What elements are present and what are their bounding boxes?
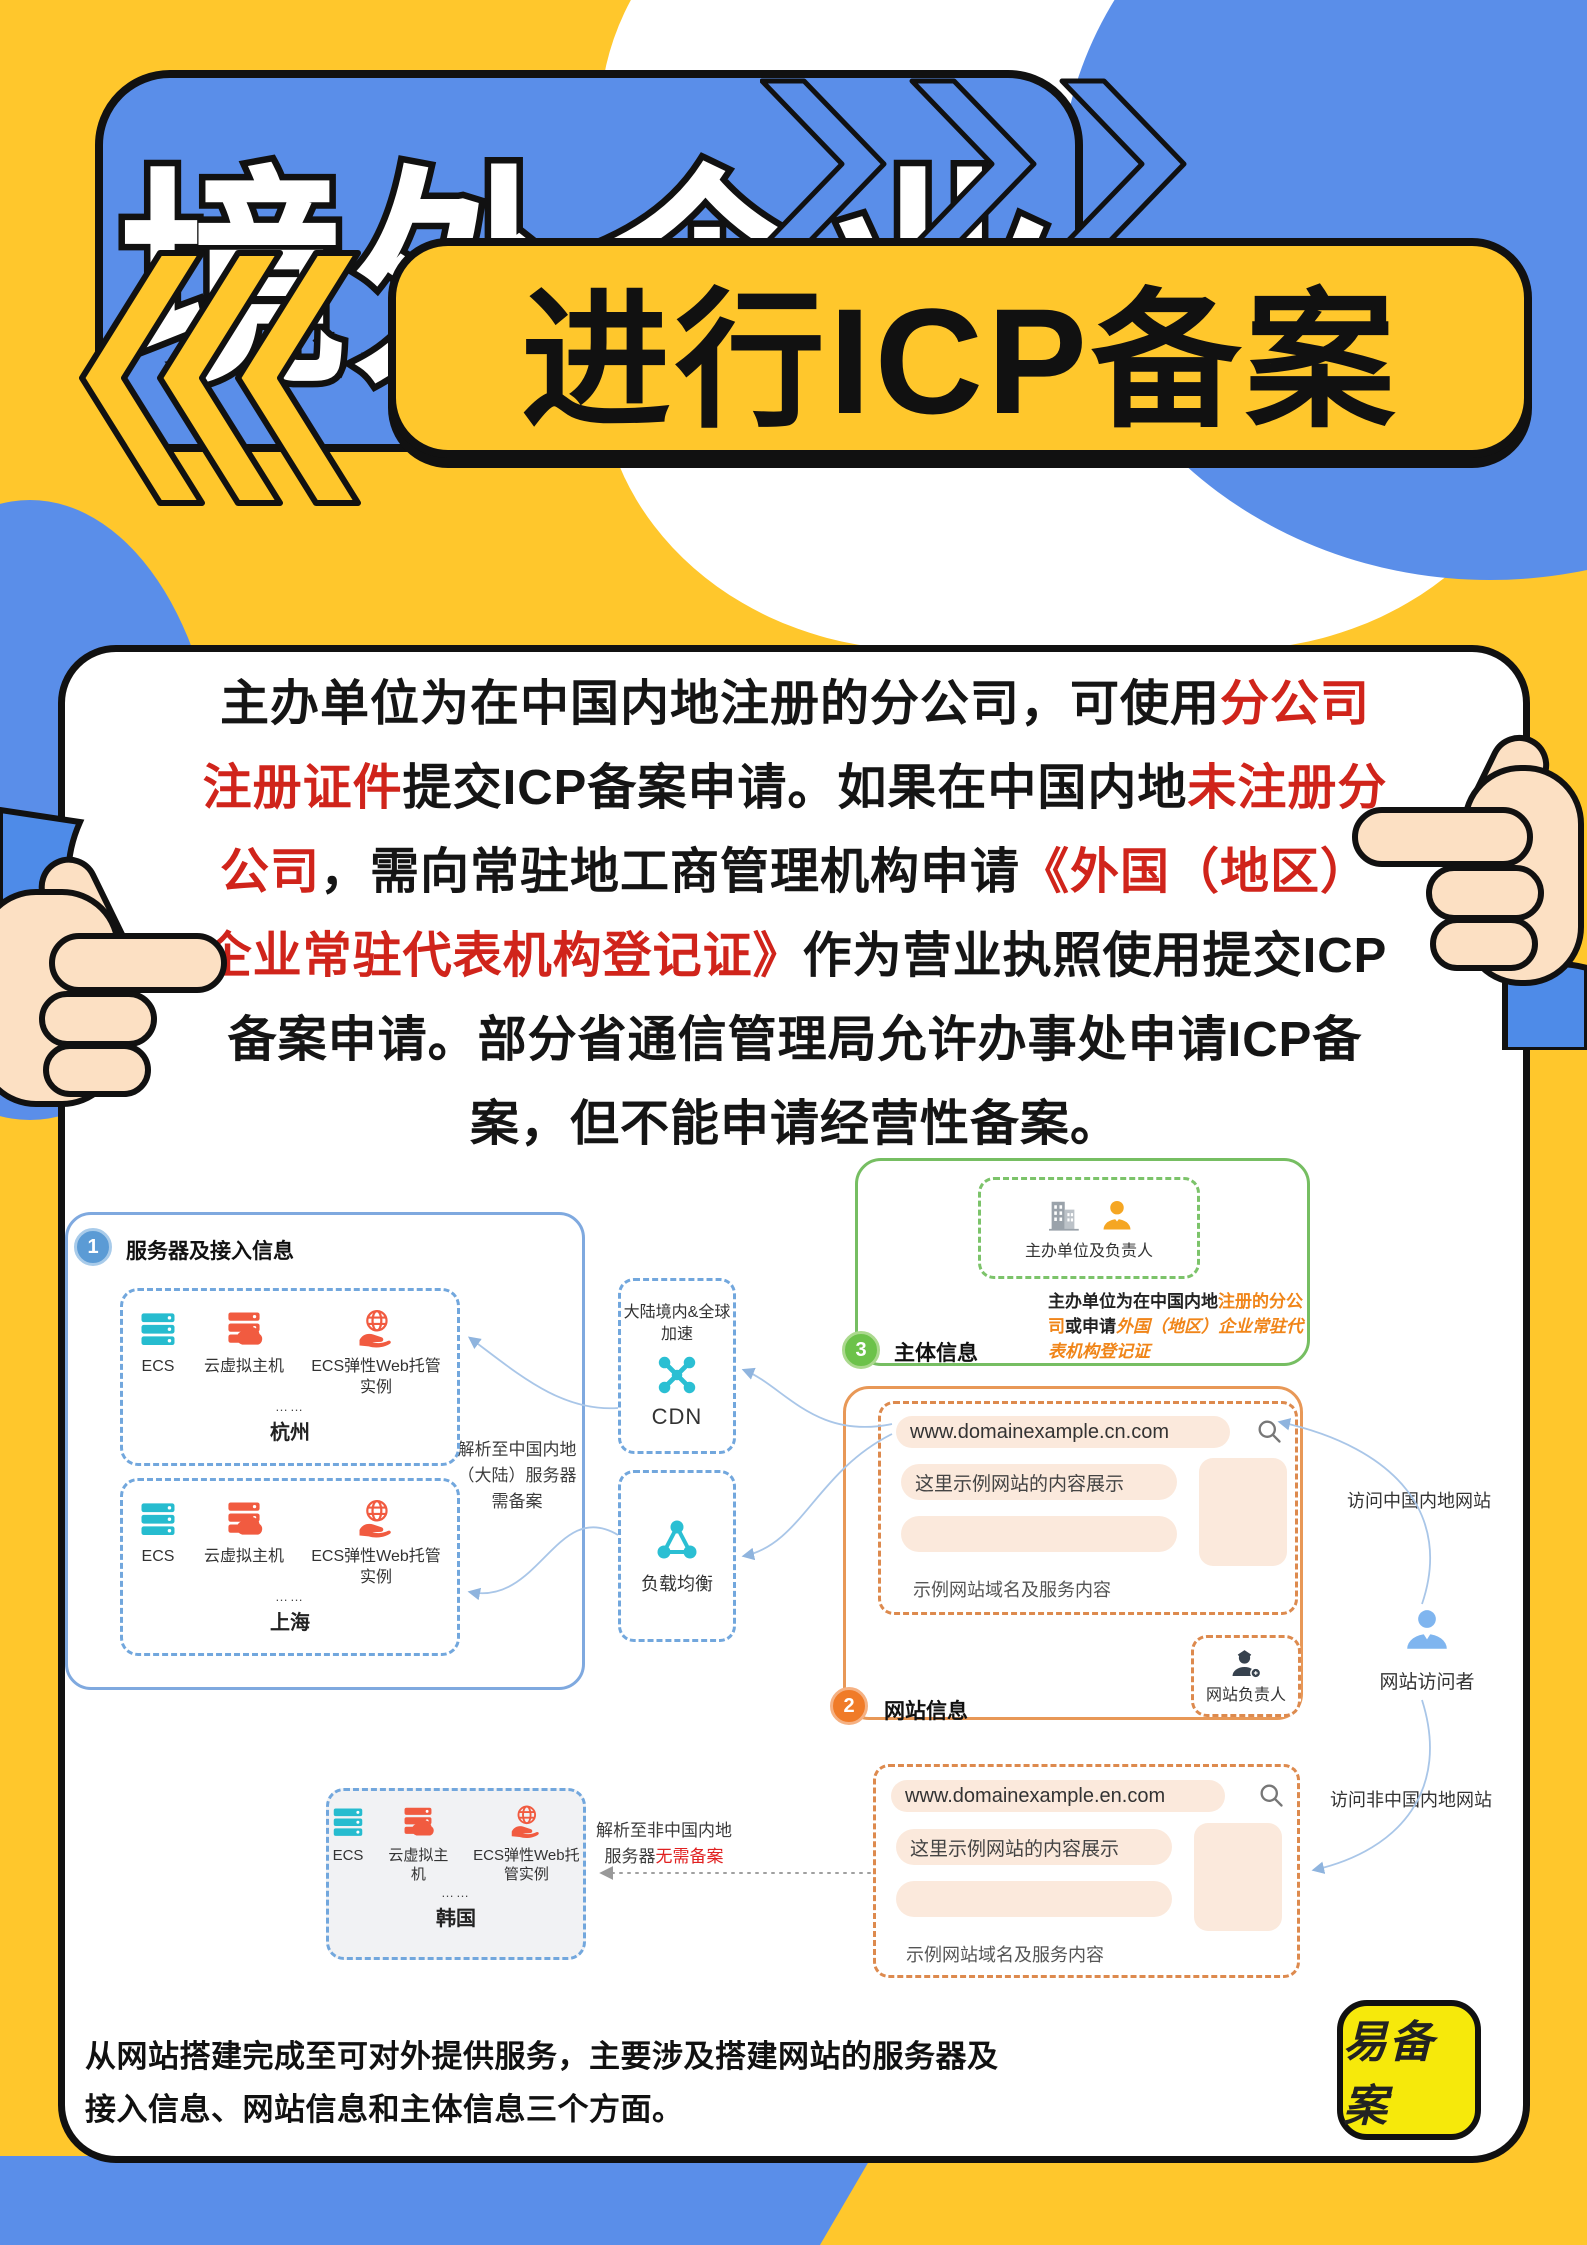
ellipsis: …… (275, 1589, 305, 1604)
section-title-server: 服务器及接入信息 (126, 1240, 294, 1263)
ellipsis: …… (441, 1885, 471, 1900)
subject-note-seg: 主办单位为在中国内地 (1048, 1292, 1218, 1311)
chevrons-right-icon (760, 78, 1187, 250)
server-item-label: ECS (141, 1358, 175, 1375)
section-badge-1: 1 (74, 1228, 112, 1266)
subject-note-highlight: 外国（地区）企业常驻代表机构登记证 (1048, 1317, 1303, 1361)
note-resolve-overseas: 解析至非中国内地服务器无需备案 (594, 1818, 734, 1870)
intro-seg-highlight: 《外国（地区）企业常驻代表机构登记证》 (202, 845, 1371, 983)
person-icon (1098, 1197, 1136, 1235)
subject-note: 主办单位为在中国内地注册的分公司或申请外国（地区）企业常驻代表机构登记证 (1048, 1289, 1308, 1364)
chevrons-left-icon (79, 250, 361, 506)
cdn-icon (654, 1352, 700, 1398)
visit-non-cn-label: 访问非中国内地网站 (1330, 1790, 1492, 1810)
intro-seg-highlight: 分公司注册证件 (202, 677, 1371, 815)
image-placeholder (1199, 1458, 1287, 1566)
intro-seg: ，需向常驻地工商管理机构申请 (319, 845, 1020, 899)
section-badge-2: 2 (830, 1687, 868, 1725)
server-item-label: ECS弹性Web托管实例 (311, 1358, 441, 1396)
url-bar: www.domainexample.cn.com (896, 1416, 1230, 1448)
url-text: www.domainexample.en.com (905, 1784, 1166, 1807)
section-badge-3: 3 (842, 1331, 880, 1369)
section-server-access: 1 服务器及接入信息 解析至中国内地（大陆）服务器需备案 (65, 1212, 585, 1690)
server-item-label: 云虚拟主机 (203, 1358, 284, 1375)
site-owner-box: 网站负责人 (1191, 1635, 1301, 1717)
ecs-icon (136, 1307, 180, 1351)
page-subtitle: 进行ICP备案 (520, 276, 1400, 445)
visitor-block: 网站访问者 (1372, 1606, 1482, 1694)
intro-seg: 主办单位为在中国内地注册的分公司，可使用 (219, 677, 1220, 731)
region-label: 杭州 (270, 1422, 310, 1444)
ellipsis: …… (275, 1399, 305, 1414)
building-icon (1042, 1193, 1084, 1235)
organizer-box: 主办单位及负责人 (978, 1177, 1200, 1279)
web-hosting-icon (354, 1307, 398, 1351)
cloud-host-icon (399, 1803, 437, 1841)
brand-label: 易备案 (1343, 2018, 1435, 2131)
server-group-hangzhou: ECS 云虚拟主机 ECS弹性Web托管实例 …… 杭州 (120, 1288, 460, 1466)
website-mock-cn: www.domainexample.cn.com 这里示例网站的内容展示 示例网… (878, 1401, 1298, 1615)
cdn-caption: 大陆境内&全球加速 (623, 1304, 731, 1343)
image-placeholder (1194, 1823, 1282, 1931)
website-caption: 示例网站域名及服务内容 (913, 1580, 1111, 1600)
content-bar: 这里示例网站的内容展示 (896, 1829, 1172, 1865)
server-item-label: 云虚拟主机 (388, 1847, 449, 1883)
note-resolve-mainland: 解析至中国内地（大陆）服务器需备案 (457, 1440, 577, 1511)
region-label: 韩国 (436, 1908, 476, 1930)
intro-seg-highlight: 未注册分公司 (219, 761, 1388, 899)
intro-paragraph: 主办单位为在中国内地注册的分公司，可使用分公司注册证件提交ICP备案申请。如果在… (195, 662, 1395, 1166)
server-item-label: ECS (332, 1847, 364, 1864)
server-group-shanghai: ECS 云虚拟主机 ECS弹性Web托管实例 …… 上海 (120, 1478, 460, 1656)
intro-seg: 作为营业执照使用提交ICP备案申请。部分省通信管理局允许办事处申请ICP备案，但… (227, 929, 1388, 1151)
ecs-icon (329, 1803, 367, 1841)
site-owner-icon (1228, 1646, 1264, 1682)
content-text: 这里示例网站的内容展示 (910, 1838, 1120, 1860)
blue-strip-bottom (0, 2156, 872, 2245)
visit-cn-label: 访问中国内地网站 (1347, 1491, 1491, 1511)
server-group-korea: ECS 云虚拟主机 ECS弹性Web托管实例 …… 韩国 (326, 1788, 586, 1960)
cdn-box: 大陆境内&全球加速 CDN (618, 1278, 736, 1454)
server-item-label: ECS (141, 1548, 175, 1565)
load-balancer-box: 负载均衡 (618, 1470, 736, 1642)
section-website-info: www.domainexample.cn.com 这里示例网站的内容展示 示例网… (830, 1386, 1303, 1725)
overseas-note-seg: 解析至非中国内地服务器 (596, 1821, 732, 1866)
server-item-label: ECS弹性Web托管实例 (311, 1548, 441, 1586)
web-hosting-icon (354, 1497, 398, 1541)
cdn-label: CDN (651, 1404, 703, 1429)
content-bar-empty (896, 1881, 1172, 1917)
cloud-host-icon (222, 1497, 266, 1541)
content-text: 这里示例网站的内容展示 (915, 1473, 1125, 1495)
server-item-label: 云虚拟主机 (203, 1548, 284, 1565)
website-caption: 示例网站域名及服务内容 (906, 1945, 1104, 1965)
url-bar: www.domainexample.en.com (891, 1780, 1225, 1812)
content-bar-empty (901, 1516, 1177, 1552)
visitor-icon (1402, 1606, 1452, 1656)
section-subject-info: 主办单位及负责人 主办单位为在中国内地注册的分公司或申请外国（地区）企业常驻代表… (842, 1158, 1310, 1369)
web-hosting-icon (507, 1803, 545, 1841)
organizer-label: 主办单位及负责人 (1024, 1243, 1153, 1260)
section-title-subject: 主体信息 (894, 1342, 978, 1365)
subtitle-banner: 进行ICP备案 (388, 238, 1532, 458)
load-balancer-icon (653, 1516, 701, 1564)
section-title-website: 网站信息 (884, 1700, 968, 1723)
subject-note-seg: 或申请 (1065, 1317, 1116, 1336)
visitor-label: 网站访问者 (1379, 1672, 1475, 1693)
region-label: 上海 (270, 1612, 310, 1634)
subject-note-highlight: 注册的分公司 (1048, 1292, 1303, 1336)
footer-text: 从网站搭建完成至可对外提供服务，主要涉及搭建网站的服务器及接入信息、网站信息和主… (85, 2039, 999, 2127)
search-icon (1257, 1781, 1285, 1809)
website-mock-en: www.domainexample.en.com 这里示例网站的内容展示 示例网… (873, 1764, 1300, 1978)
overseas-note-highlight: 无需备案 (655, 1847, 724, 1866)
url-text: www.domainexample.cn.com (910, 1420, 1169, 1443)
cloud-host-icon (222, 1307, 266, 1351)
site-owner-label: 网站负责人 (1205, 1686, 1286, 1704)
load-balancer-label: 负载均衡 (641, 1574, 713, 1594)
search-icon (1255, 1417, 1283, 1445)
ecs-icon (136, 1497, 180, 1541)
intro-seg: 提交ICP备案申请。如果在中国内地 (402, 761, 1188, 815)
server-item-label: ECS弹性Web托管实例 (473, 1847, 580, 1883)
content-bar: 这里示例网站的内容展示 (901, 1464, 1177, 1500)
brand-badge: 易备案 (1337, 2000, 1481, 2140)
